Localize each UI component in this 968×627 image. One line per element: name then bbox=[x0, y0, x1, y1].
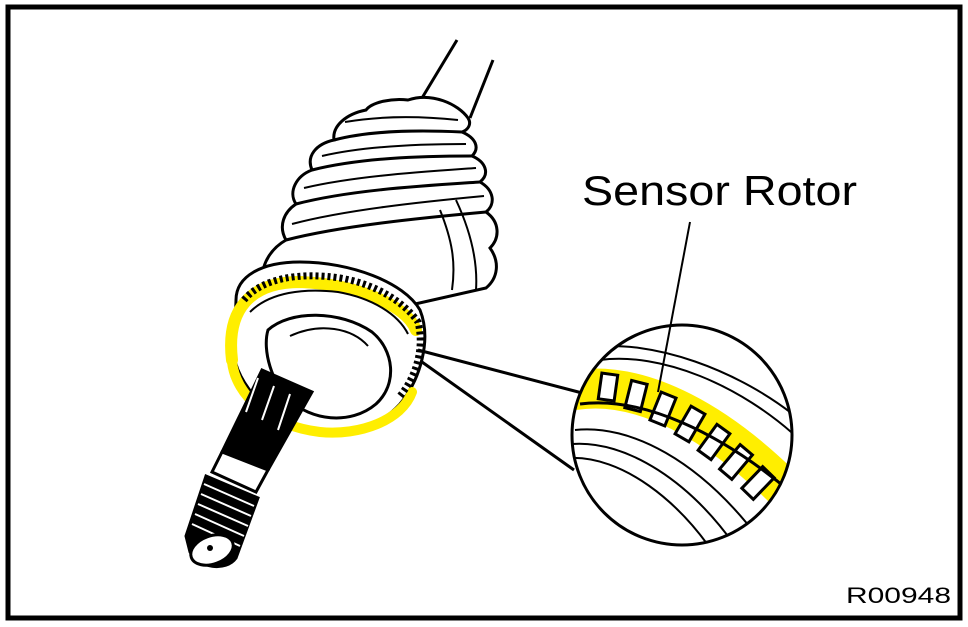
axle-shaft bbox=[420, 39, 495, 119]
figure-code: R00948 bbox=[846, 583, 951, 608]
stub-shaft-spline bbox=[209, 368, 315, 494]
drive-shaft-assembly bbox=[184, 39, 499, 568]
detail-circle-outline bbox=[570, 323, 794, 547]
detail-callout-lines bbox=[417, 348, 587, 472]
threaded-end bbox=[184, 473, 260, 568]
sensor-rotor-label: Sensor Rotor bbox=[582, 167, 857, 214]
figure-border bbox=[5, 4, 963, 621]
label-leader-line bbox=[657, 221, 691, 393]
sensor-rotor-detail bbox=[570, 323, 794, 547]
